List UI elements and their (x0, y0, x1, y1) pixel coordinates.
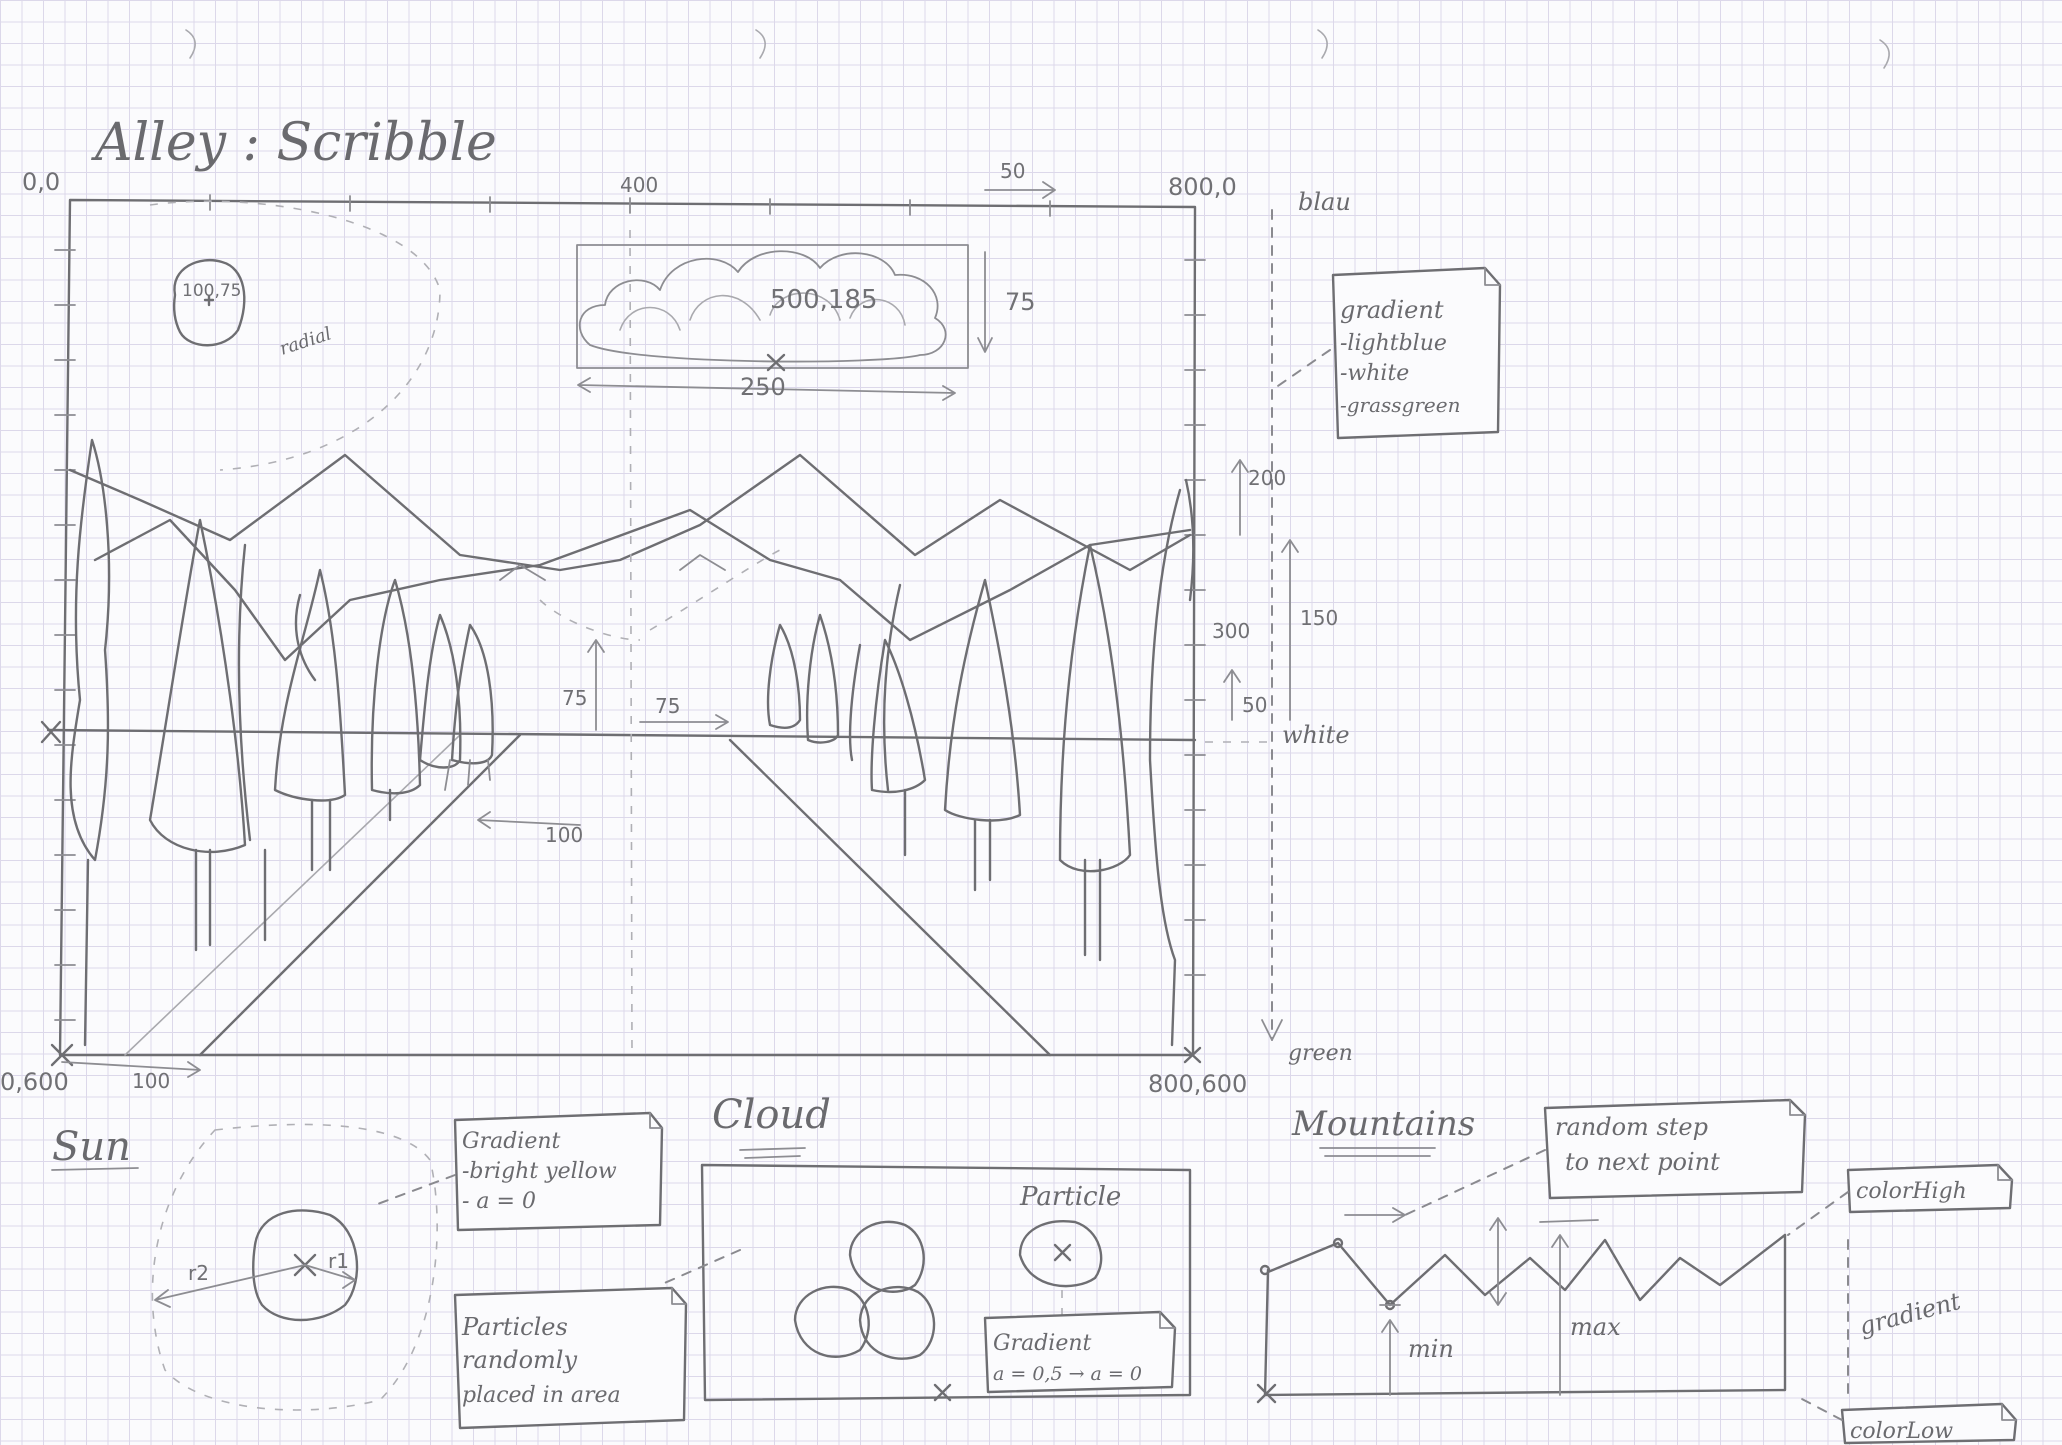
road-offset-up-label: 75 (562, 686, 587, 710)
sun-center-label: 100,75 (182, 281, 241, 301)
cloud-center-label: 500,185 (770, 285, 878, 315)
road-and-horizon (40, 229, 1197, 1057)
sun-note-line-1: Gradient (462, 1129, 561, 1154)
top-tick-label: 400 (620, 173, 658, 197)
particle-label: Particle (1019, 1182, 1121, 1212)
sun-note-line-2: -bright yellow (462, 1159, 617, 1184)
color-low-label: colorLow (1850, 1419, 1953, 1444)
corner-top-left-label: 0,0 (22, 168, 60, 196)
sun-heading: Sun (52, 1124, 131, 1170)
sky-top-label: blau (1298, 188, 1351, 216)
gradient-note-stop-2: -white (1340, 361, 1409, 386)
cloud-gradient-line-1: Gradient (993, 1331, 1092, 1356)
right-300-label: 300 (1212, 619, 1250, 643)
cloud-height-label: 75 (1005, 288, 1036, 316)
trees (69, 438, 1195, 1047)
cloud-section: Cloud Particle Gradient a = 0,5 → a = 0 … (453, 1092, 1192, 1430)
step-note-line-2: to next point (1565, 1148, 1720, 1176)
mountains-heading: Mountains (1291, 1104, 1475, 1144)
cloud-heading: Cloud (712, 1092, 831, 1138)
gradient-label: gradient (1856, 1287, 1964, 1341)
right-50-label: 50 (1242, 693, 1267, 717)
mountains (68, 453, 1192, 662)
sun-section: Sun r1 r2 Gradient -bright yellow - a = … (51, 1111, 664, 1411)
cloud-gradient-line-2: a = 0,5 → a = 0 (993, 1363, 1142, 1385)
ground-bottom-label: green (1288, 1041, 1353, 1066)
particles-note-line-2: randomly (462, 1346, 577, 1374)
min-label: min (1408, 1335, 1454, 1363)
sun-shape (149, 200, 441, 471)
right-200-label: 200 (1248, 466, 1286, 490)
cloud-width-label: 250 (740, 373, 786, 401)
canvas-frame (50, 194, 1206, 1067)
color-high-label: colorHigh (1856, 1179, 1967, 1204)
gradient-note-heading: gradient (1340, 296, 1444, 324)
radial-label: radial (277, 323, 334, 359)
right-dimensions (1205, 209, 1299, 1041)
corner-bottom-left-label: 0,600 (0, 1068, 69, 1096)
gradient-note-stop-3: -grassgreen (1340, 393, 1461, 417)
top-arrow-label: 50 (1000, 159, 1025, 183)
road-offset-width-label: 100 (545, 823, 583, 847)
cloud-shape (576, 244, 993, 401)
corner-top-right-label: 800,0 (1168, 173, 1237, 201)
max-label: max (1570, 1313, 1621, 1341)
road-offset-left-label: 75 (655, 694, 680, 718)
r2-label: r2 (188, 1261, 209, 1285)
particles-note-line-1: Particles (461, 1313, 568, 1341)
sky-horizon-label: white (1282, 721, 1350, 749)
punch-holes (185, 29, 1890, 69)
gradient-note: gradient -lightblue -white -grassgreen (1271, 266, 1502, 440)
corner-bottom-right-label: 800,600 (1148, 1070, 1247, 1098)
gradient-note-stop-1: -lightblue (1340, 331, 1447, 356)
step-note-line-1: random step (1555, 1113, 1708, 1141)
right-150-label: 150 (1300, 606, 1338, 630)
bottom-arrow-label: 100 (132, 1069, 170, 1093)
particles-note-line-3: placed in area (462, 1383, 621, 1408)
mountains-section: Mountains random step to next point min … (1256, 1098, 2018, 1445)
page-title: Alley : Scribble (91, 113, 497, 173)
r1-label: r1 (328, 1249, 349, 1273)
sun-note-line-3: - a = 0 (462, 1189, 536, 1214)
